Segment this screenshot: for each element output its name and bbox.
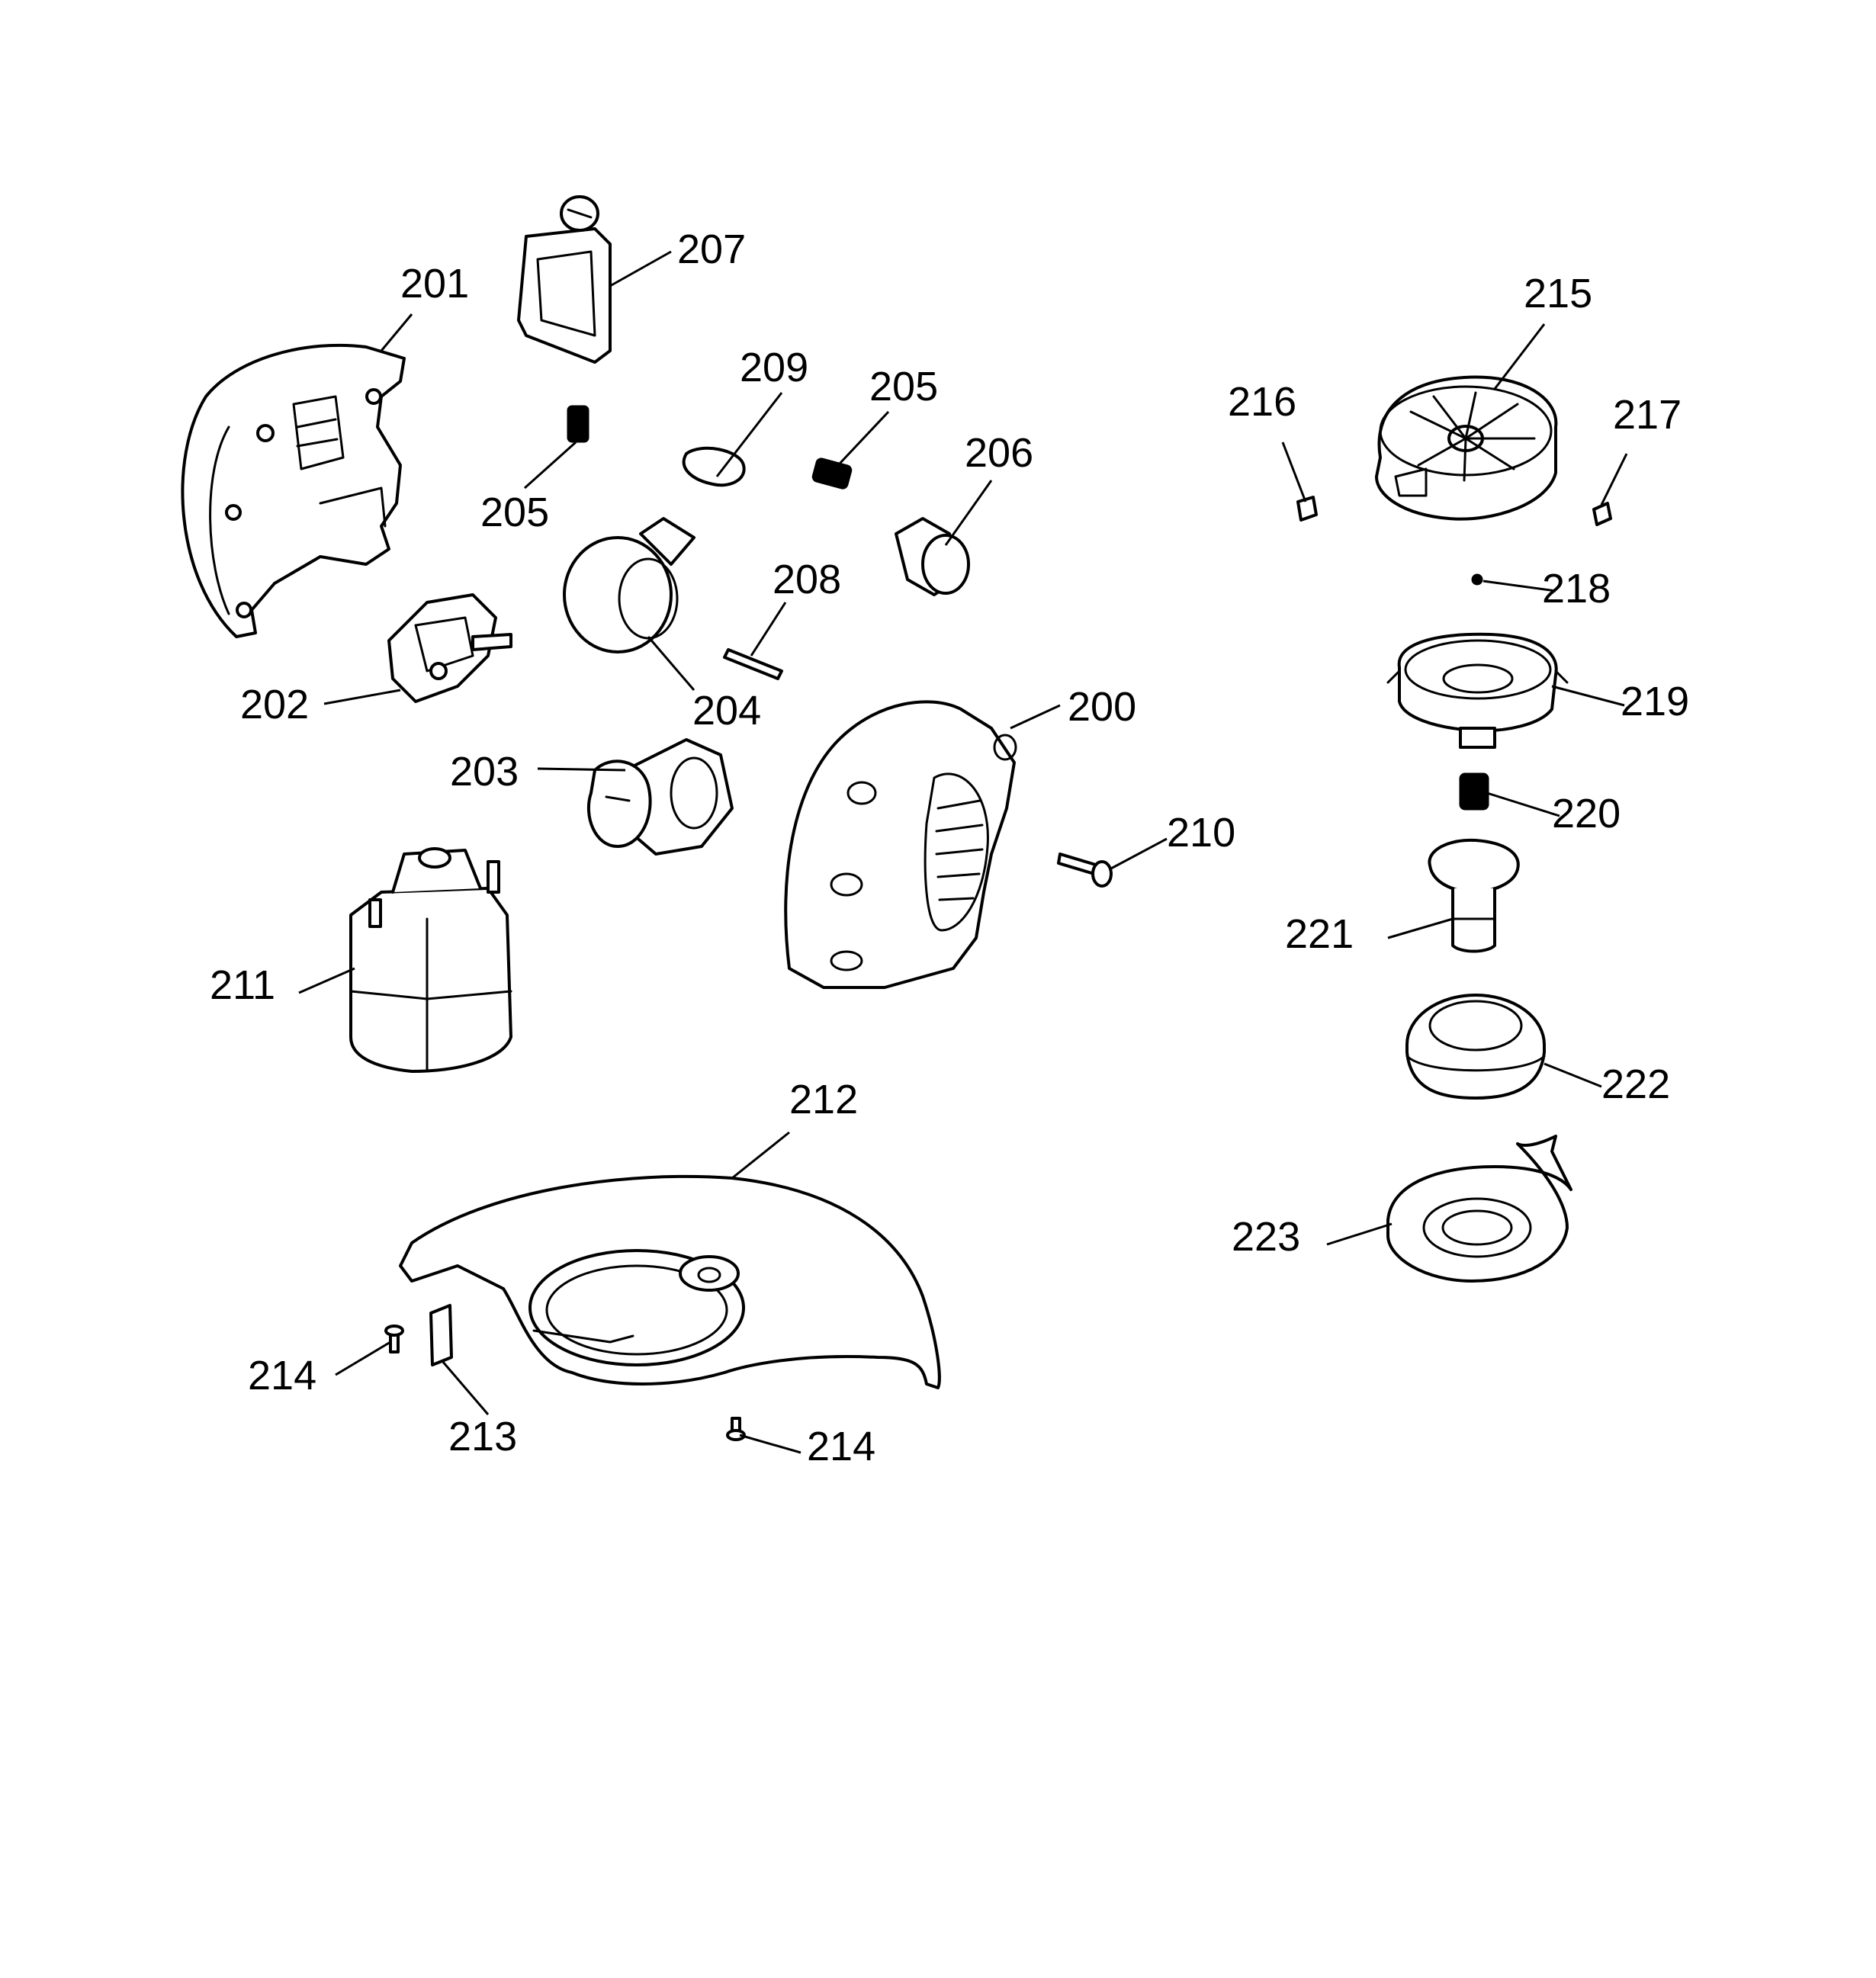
callout-218: 218 — [1542, 566, 1611, 612]
callout-214-left: 214 — [248, 1353, 316, 1398]
part-223-spool-cover — [1386, 1135, 1572, 1283]
part-211-motor — [349, 847, 512, 1073]
callout-200: 200 — [1068, 684, 1136, 730]
part-204-collar — [563, 517, 695, 653]
part-202-switch-bracket — [387, 593, 512, 703]
callout-205-right: 205 — [869, 364, 938, 409]
part-210-screw — [1057, 853, 1113, 888]
part-205-spring-left — [567, 405, 589, 443]
callout-217: 217 — [1613, 392, 1682, 438]
callout-208: 208 — [773, 557, 841, 602]
callout-212: 212 — [789, 1077, 858, 1122]
leader-lines — [298, 250, 1628, 1454]
part-220-spring — [1459, 772, 1489, 811]
callout-labels: 200 201 202 203 204 205 205 206 207 208 … — [210, 226, 1689, 1469]
part-208-pin — [723, 648, 783, 680]
part-212-guard — [399, 1174, 941, 1389]
callout-220: 220 — [1552, 791, 1621, 836]
callout-214-right: 214 — [807, 1424, 875, 1469]
part-221-spool-adapter — [1428, 838, 1520, 953]
callout-201: 201 — [400, 261, 469, 307]
callout-205-left: 205 — [480, 490, 549, 535]
callout-221: 221 — [1285, 911, 1354, 957]
callout-207: 207 — [677, 226, 746, 272]
part-214-screw-right — [726, 1417, 746, 1441]
callout-213: 213 — [448, 1414, 517, 1459]
part-205-spring-right — [811, 458, 853, 490]
part-207-switch-frame — [517, 195, 612, 364]
part-215-fan-cover — [1375, 375, 1558, 521]
part-218-ball — [1471, 573, 1483, 586]
part-216-clip — [1296, 496, 1318, 522]
callout-206: 206 — [965, 430, 1033, 476]
part-200-front-housing — [784, 700, 1017, 989]
part-217-clip — [1592, 502, 1612, 526]
callout-210: 210 — [1167, 810, 1235, 856]
callout-204: 204 — [692, 688, 761, 734]
part-201-rear-housing — [181, 343, 406, 638]
callout-219: 219 — [1621, 679, 1689, 724]
callout-211: 211 — [210, 962, 275, 1008]
part-222-spool — [1405, 994, 1546, 1100]
callout-202: 202 — [240, 682, 309, 727]
part-213-label — [429, 1304, 453, 1366]
callout-203: 203 — [450, 749, 519, 795]
part-219-hub — [1386, 632, 1569, 749]
callout-216: 216 — [1228, 379, 1296, 425]
callout-209: 209 — [740, 345, 808, 390]
callout-222: 222 — [1601, 1061, 1670, 1107]
callout-215: 215 — [1524, 271, 1592, 316]
part-203-swivel — [586, 738, 734, 856]
callout-223: 223 — [1232, 1214, 1300, 1260]
part-209-button-pad — [682, 446, 746, 487]
part-214-screw-left — [384, 1325, 404, 1353]
part-206-knob — [895, 517, 970, 596]
